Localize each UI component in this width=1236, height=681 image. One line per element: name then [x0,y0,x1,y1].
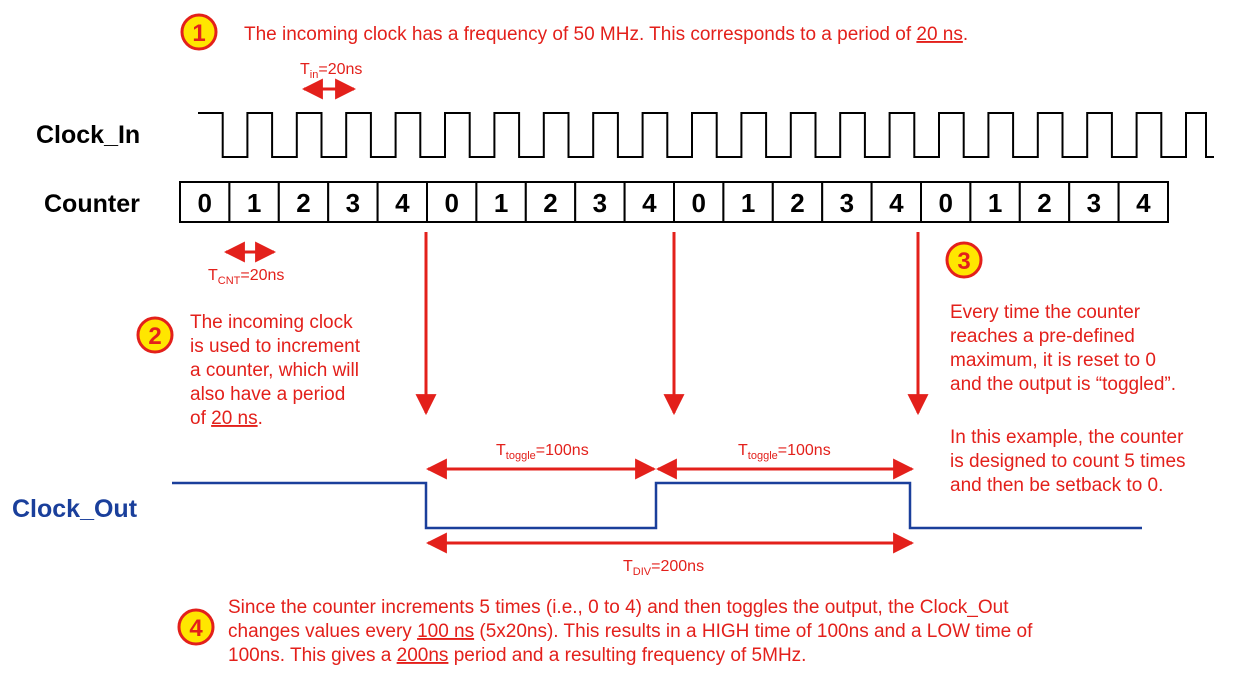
clock-in-label: Clock_In [36,121,140,149]
counter-value: 2 [543,188,557,218]
badge-3 [945,241,983,279]
note-2-line-2: is used to increment [190,336,361,357]
counter-value: 2 [790,188,804,218]
counter-value: 1 [494,188,508,218]
t-div-label: TDIV=200ns [623,558,704,578]
note-3-line-6: is designed to count 5 times [950,451,1186,472]
counter-cell [722,181,774,223]
clock-out-waveform [172,481,1142,530]
counter-cell [179,181,231,223]
note-1-text: The incoming clock has a frequency of 50… [244,24,968,45]
note-4-line-3: 100ns. This gives a 200ns period and a r… [228,645,806,666]
note-3-line-5: In this example, the counter [950,427,1184,448]
counter-value: 3 [346,188,360,218]
counter-value: 4 [642,188,657,218]
note-1: 1 The incoming clock has a frequency of … [180,13,968,51]
note-2: 2 The incoming clock is used to incremen… [136,312,361,429]
counter-value: 1 [988,188,1002,218]
counter-value: 2 [1037,188,1051,218]
clock-in-waveform [198,112,1214,158]
counter-value: 2 [296,188,310,218]
counter-cell [771,181,824,223]
counter-cell [673,181,725,223]
counter-value: 3 [593,188,607,218]
note-3-line-3: maximum, it is reset to 0 [950,350,1156,371]
clock-out-label: Clock_Out [12,495,138,523]
t-toggle-label-2: Ttoggle=100ns [738,442,831,462]
badge-2 [136,316,174,354]
counter-value: 0 [938,188,952,218]
note-4-line-2: changes values every 100 ns (5x20ns). Th… [228,621,1033,642]
counter-cell [277,181,330,223]
t-toggle-annotation-2: Ttoggle=100ns [655,442,915,480]
t-toggle-label-1: Ttoggle=100ns [496,442,589,462]
badge-4-number: 4 [189,615,203,642]
counter-cell [228,181,280,223]
counter-value: 3 [840,188,854,218]
counter-value: 1 [741,188,755,218]
note-3-line-7: and then be setback to 0. [950,475,1163,496]
note-2-line-5: of 20 ns. [190,408,263,429]
counter-cell [1068,181,1120,223]
t-cnt-label: TCNT=20ns [208,267,284,287]
note-3: 3 Every time the counter reaches a pre-d… [945,241,1186,496]
note-2-line-1: The incoming clock [190,312,353,333]
badge-4 [177,608,215,646]
t-div-annotation: TDIV=200ns [425,532,915,578]
t-cnt-annotation: TCNT=20ns [208,241,284,287]
counter-value: 0 [444,188,458,218]
t-in-label: Tin=20ns [300,61,362,81]
badge-1 [180,13,218,51]
counter-value: 4 [1136,188,1151,218]
counter-value: 0 [691,188,705,218]
note-3-line-1: Every time the counter [950,302,1141,323]
note-2-line-4: also have a period [190,384,345,405]
badge-2-number: 2 [148,323,161,350]
counter-label: Counter [44,190,140,218]
badge-1-number: 1 [192,20,205,47]
counter-value: 0 [197,188,211,218]
t-in-annotation: Tin=20ns [300,61,362,100]
badge-3-number: 3 [957,248,970,275]
note-2-line-3: a counter, which will [190,360,359,381]
counter-value: 3 [1087,188,1101,218]
note-3-line-2: reaches a pre-defined [950,326,1135,347]
counter-row: 0 1 2 3 4 0 1 2 3 4 0 1 2 3 4 0 1 2 3 4 [179,181,1169,223]
counter-value: 4 [395,188,410,218]
counter-value: 1 [247,188,261,218]
note-4: 4 Since the counter increments 5 times (… [177,597,1033,666]
t-toggle-annotation-1: Ttoggle=100ns [425,442,657,480]
note-3-line-4: and the output is “toggled”. [950,374,1176,395]
counter-value: 4 [889,188,904,218]
note-4-line-1: Since the counter increments 5 times (i.… [228,597,1009,618]
counter-cell [327,181,379,223]
counter-cell [426,181,478,223]
counter-cell [623,181,675,223]
counter-cell [1018,181,1071,223]
counter-cell [1117,181,1169,223]
